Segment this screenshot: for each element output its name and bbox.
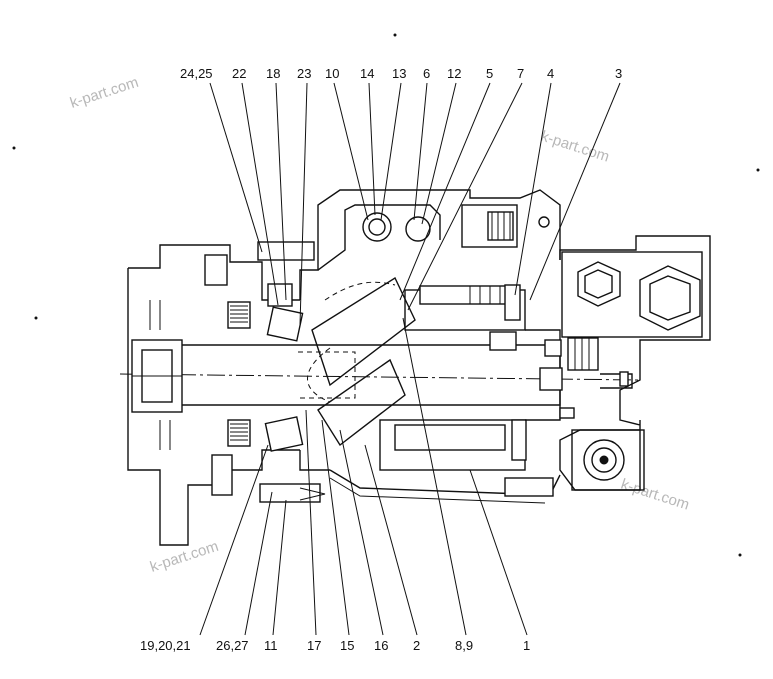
leader-17	[305, 409, 317, 636]
callout-8-9: 8,9	[455, 638, 473, 653]
callout-7: 7	[517, 66, 524, 81]
callout-10: 10	[325, 66, 339, 81]
watermark: k-part.com	[68, 74, 141, 112]
leader-23	[299, 82, 308, 326]
callouts-bottom: 19,20,21 26,27 11 17 15 16 2 8,9 1	[140, 638, 530, 653]
callout-11: 11	[264, 638, 278, 653]
leader-16	[339, 429, 384, 636]
callout-15: 15	[340, 638, 354, 653]
callout-6: 6	[423, 66, 430, 81]
leader-8-9	[402, 317, 467, 636]
leader-12	[421, 82, 457, 225]
callout-1: 1	[523, 638, 530, 653]
leader-5	[399, 82, 491, 301]
callout-2: 2	[413, 638, 420, 653]
leader-4	[514, 82, 552, 296]
callout-14: 14	[360, 66, 374, 81]
watermark: k-part.com	[148, 538, 221, 576]
callout-24-25: 24,25	[180, 66, 213, 81]
callout-26-27: 26,27	[216, 638, 249, 653]
callout-12: 12	[447, 66, 461, 81]
callout-5: 5	[486, 66, 493, 81]
leader-7	[407, 82, 523, 311]
leader-6	[413, 82, 428, 221]
watermark: k-part.com	[619, 476, 692, 514]
leader-11	[272, 499, 287, 636]
leader-10	[333, 82, 369, 221]
leader-2	[364, 444, 418, 636]
leader-lines	[199, 82, 621, 636]
watermark: k-part.com	[539, 128, 612, 166]
callout-23: 23	[297, 66, 311, 81]
leader-14	[368, 82, 376, 216]
callout-19-20-21: 19,20,21	[140, 638, 191, 653]
leader-15	[321, 419, 350, 636]
callout-4: 4	[547, 66, 554, 81]
leader-1	[469, 469, 528, 636]
leader-26-27	[244, 491, 273, 636]
leader-19-20-21	[199, 444, 269, 636]
leader-13	[380, 82, 402, 221]
housing-drawing	[12, 33, 760, 557]
callout-18: 18	[266, 66, 280, 81]
callout-3: 3	[615, 66, 622, 81]
callout-17: 17	[307, 638, 321, 653]
leader-3	[529, 82, 621, 301]
callout-22: 22	[232, 66, 246, 81]
leader-24-25	[209, 82, 263, 253]
callout-13: 13	[392, 66, 406, 81]
leader-22	[241, 82, 279, 306]
callouts-top: 24,25 22 18 23 10 14 13 6 12 5 7 4 3	[180, 66, 622, 81]
callout-16: 16	[374, 638, 388, 653]
leader-18	[275, 82, 287, 301]
